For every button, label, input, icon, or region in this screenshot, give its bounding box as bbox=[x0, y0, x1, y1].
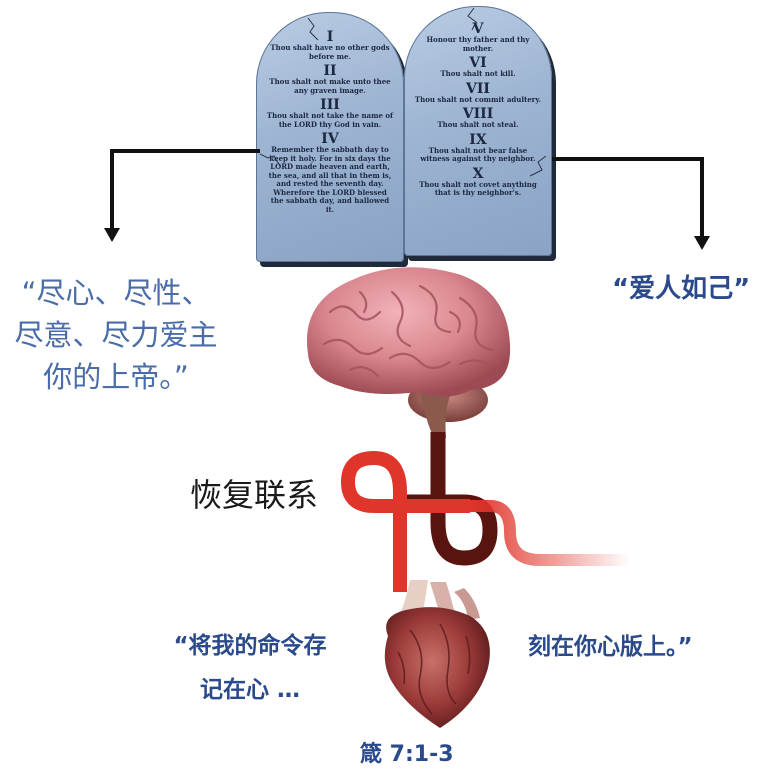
commandment-2: II Thou shalt not make unto thee any gra… bbox=[266, 64, 394, 95]
commandment-text: Remember the sabbath day to keep it holy… bbox=[268, 145, 392, 214]
commandment-9: IX Thou shalt not bear false witness aga… bbox=[414, 133, 542, 164]
commandment-number: V bbox=[472, 21, 484, 37]
reconnect-label: 恢复联系 bbox=[190, 476, 319, 514]
scripture-reference: 箴 7:1-3 bbox=[360, 742, 454, 767]
quote-line: 你的上帝。” bbox=[43, 360, 189, 394]
commandment-number: X bbox=[472, 165, 484, 182]
quote-line: 记在心 … bbox=[199, 677, 300, 703]
right-arrow-head-icon bbox=[694, 236, 710, 250]
quote-line: “尽心、尽性、 bbox=[21, 276, 211, 310]
left-arrow-head-icon bbox=[104, 228, 120, 242]
crack-mark bbox=[529, 156, 547, 177]
commandment-1: I Thou shalt have no other gods before m… bbox=[266, 30, 394, 61]
commandment-7: VII Thou shalt not commit adultery. bbox=[414, 82, 542, 105]
quote-line: 尽意、尽力爱主 bbox=[14, 318, 218, 352]
commandment-text: Thou shalt not make unto thee any graven… bbox=[269, 77, 391, 95]
commandment-text: Thou shalt not bear false witness agains… bbox=[420, 145, 536, 163]
crack-mark bbox=[467, 8, 477, 30]
commandment-number: VI bbox=[469, 55, 487, 71]
commandment-number: IV bbox=[321, 131, 339, 147]
right-arrow-horizontal bbox=[552, 157, 704, 161]
commandment-5: V Honour thy father and thy mother. bbox=[414, 22, 542, 53]
commandment-number: VII bbox=[466, 80, 490, 97]
commandment-number: II bbox=[323, 63, 337, 79]
commandment-8: VIII Thou shalt not steal. bbox=[414, 107, 542, 130]
commandment-number: III bbox=[320, 97, 340, 113]
right-arrow-vertical bbox=[700, 157, 704, 237]
connection-loop-image bbox=[340, 432, 630, 592]
commandment-text: Thou shalt have no other gods before me. bbox=[270, 43, 390, 61]
commandment-text: Thou shalt not take the name of the LORD… bbox=[266, 111, 394, 129]
brain-image bbox=[306, 267, 511, 438]
commandment-number: VIII bbox=[462, 106, 494, 122]
love-neighbor-quote: “爱人如己” bbox=[612, 274, 751, 304]
crack-mark bbox=[307, 18, 319, 41]
tablet-left: I Thou shalt have no other gods before m… bbox=[256, 12, 404, 262]
crack-mark bbox=[260, 153, 281, 167]
commandment-3: III Thou shalt not take the name of the … bbox=[266, 98, 394, 129]
commandment-text: Thou shalt not covet anything that is th… bbox=[419, 179, 537, 197]
heart-quote-right: 刻在你心版上。” bbox=[528, 634, 693, 660]
love-god-quote: “尽心、尽性、 尽意、尽力爱主 你的上帝。” bbox=[0, 272, 232, 398]
commandment-number: IX bbox=[469, 131, 487, 148]
commandment-number: I bbox=[326, 29, 334, 45]
left-arrow-horizontal bbox=[110, 149, 260, 153]
tablet-right: V Honour thy father and thy mother. VI T… bbox=[404, 6, 552, 256]
left-arrow-vertical bbox=[110, 149, 114, 229]
heart-image bbox=[384, 580, 490, 728]
commandment-4: IV Remember the sabbath day to keep it h… bbox=[266, 132, 394, 214]
commandment-6: VI Thou shalt not kill. bbox=[414, 56, 542, 79]
commandment-text: Thou shalt not steal. bbox=[437, 120, 519, 129]
commandment-text: Honour thy father and thy mother. bbox=[426, 35, 530, 53]
ten-commandments-tablets: I Thou shalt have no other gods before m… bbox=[254, 6, 562, 262]
commandment-text: Thou shalt not kill. bbox=[440, 69, 516, 78]
commandment-10: X Thou shalt not covet anything that is … bbox=[414, 167, 542, 198]
quote-line: “将我的命令存 bbox=[173, 633, 327, 659]
commandment-text: Thou shalt not commit adultery. bbox=[414, 94, 542, 104]
heart-quote-left: “将我的命令存 记在心 … bbox=[140, 624, 360, 712]
